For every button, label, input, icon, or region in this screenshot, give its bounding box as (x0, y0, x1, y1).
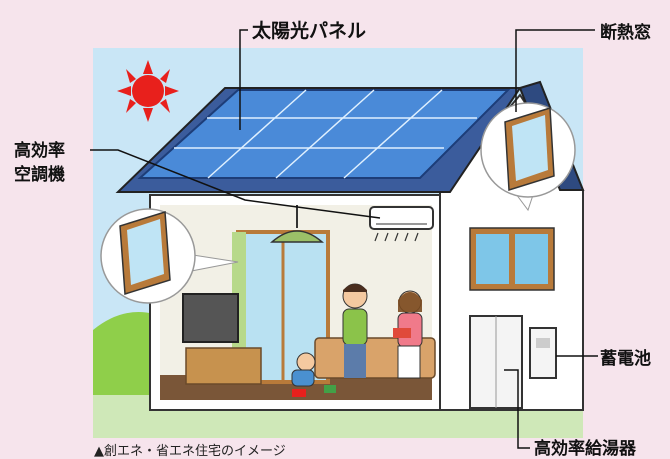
ac-label-line1: 高効率 (14, 141, 65, 161)
solar-panel-label: 太陽光パネル (252, 20, 367, 42)
image-caption: ▲創エネ・省エネ住宅のイメージ (94, 444, 286, 459)
tv-icon (182, 293, 262, 385)
sun-icon (117, 60, 179, 122)
child-with-toys (291, 352, 336, 397)
pendant-lamp-icon (270, 205, 324, 243)
storage-battery-icon (529, 327, 557, 379)
air-conditioner-icon (369, 206, 434, 242)
insulated-window-label: 断熱窓 (600, 23, 651, 43)
storage-battery-label: 蓄電池 (600, 349, 651, 369)
water-heater-icon (469, 315, 523, 409)
window-callout-right (480, 102, 576, 212)
solar-panel (137, 89, 511, 179)
window-callout-left (100, 208, 239, 304)
ac-label-line2: 空調機 (14, 165, 65, 185)
leader-lines (90, 29, 598, 449)
family-on-sofa (314, 283, 436, 379)
side-window (469, 227, 555, 291)
water-heater-label: 高効率給湯器 (534, 439, 636, 459)
